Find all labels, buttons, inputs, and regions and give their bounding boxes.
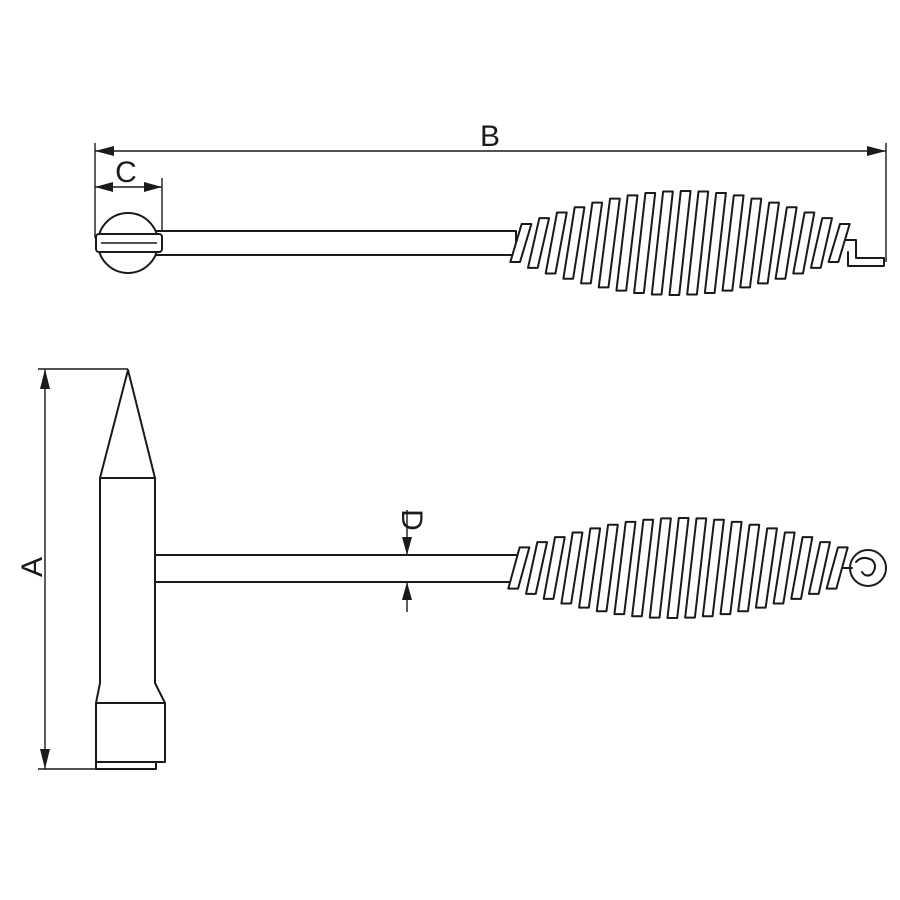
side-coil-turn [701,518,725,618]
top-coil-turn [721,194,745,292]
head-body [95,477,166,763]
side-coil-turn [737,523,761,613]
arrow-a-top [40,369,50,389]
side-coil-turn [754,527,778,609]
side-coil-turn [719,520,743,616]
top-wire-hook [841,239,885,267]
dimension-label-a: A [16,557,49,577]
arrow-a-bottom [40,749,50,769]
side-head [95,369,166,770]
side-coil-turn [807,541,831,595]
side-spring-grip [507,517,849,619]
dimension-c: C [95,156,162,192]
side-coil-turn [507,546,531,590]
top-view: B C [94,120,887,296]
side-coil-turn [525,541,549,595]
top-coil-turn [633,191,657,295]
arrow-c-left [95,182,113,192]
side-coil-turn [772,531,796,605]
head-chisel-edge [95,761,157,770]
top-coil-turn [774,206,798,280]
arrow-c-right [144,182,162,192]
side-coil-turn [560,531,584,605]
top-coil-turn [756,201,780,285]
top-coil-turn [527,217,551,269]
top-coil-turn [509,223,533,263]
top-spring-grip [509,190,851,296]
top-shaft [149,230,517,256]
end-ring-loop [855,556,876,577]
arrow-d-top [402,537,412,555]
side-end-ring [839,549,887,587]
top-coil-turn [809,217,833,269]
top-coil-turn [597,197,621,289]
top-coil-turn [739,197,763,289]
side-coil-turn [666,517,690,619]
side-coil-turn [578,527,602,609]
side-coil-turn [790,536,814,600]
side-coil-turn [542,536,566,600]
dimension-a: A [16,369,50,769]
top-coil-turn [668,190,692,296]
arrow-b-left [95,146,114,156]
top-coil-turn [792,211,816,275]
side-coil-turn [631,518,655,618]
dimension-label-b: B [480,120,500,153]
top-coil-turn [615,194,639,292]
dimension-label-d: D [395,509,428,531]
dimension-d: D [395,509,428,612]
side-coil-turn [684,517,708,619]
top-head [95,212,163,274]
top-coil-turn [686,190,710,296]
dimension-b: B [95,120,886,156]
top-coil-turn [562,206,586,280]
side-shaft [154,554,518,583]
top-coil-turn [703,191,727,295]
top-coil-turn [650,190,674,296]
side-coil-turn [648,517,672,619]
side-coil-turn [613,520,637,616]
top-coil-turn [580,201,604,285]
side-coil-turn [595,523,619,613]
side-view: A D [16,368,887,770]
dimension-label-c: C [115,156,137,189]
end-ring-outer [849,549,887,587]
top-coil-turn [827,223,851,263]
head-pick-tip [99,369,156,479]
top-coil-turn [544,211,568,275]
side-coil-turn [825,546,849,590]
arrow-d-bottom [402,582,412,600]
arrow-b-right [867,146,886,156]
